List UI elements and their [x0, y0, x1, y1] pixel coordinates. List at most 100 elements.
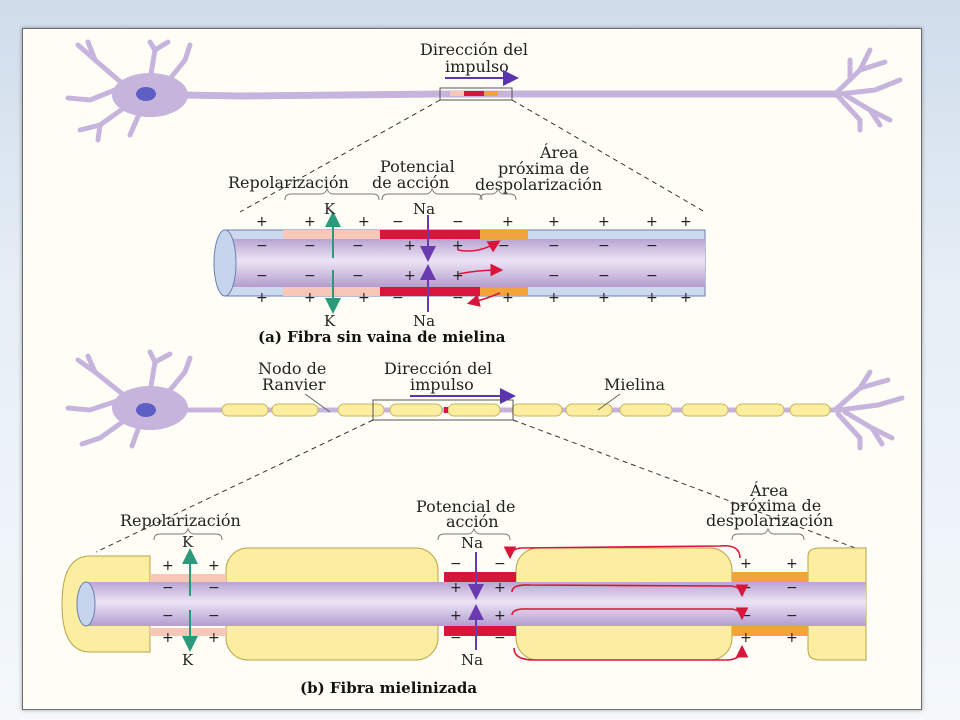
charge-plus: +: [208, 558, 220, 574]
node-label-2: Ranvier: [262, 375, 326, 394]
charge-plus: +: [358, 290, 370, 306]
axon-top: [184, 90, 840, 100]
action-brace-bottom: [437, 527, 511, 541]
action-potential-label-bottom-2: acción: [446, 512, 499, 531]
action-potential-label-bottom-1: Potencial de: [416, 497, 515, 516]
axon-terminals-bottom: [832, 369, 905, 451]
direction-label-top-2: impulso: [445, 57, 509, 76]
charge-plus: +: [598, 290, 610, 306]
cut-end-bottom: [76, 581, 96, 627]
near-area-label-bottom-2: próxima de: [730, 496, 821, 515]
charge-minus: −: [498, 238, 510, 254]
charge-minus: −: [494, 556, 506, 572]
myelin-segment: [681, 403, 729, 417]
charge-plus: +: [256, 290, 268, 306]
charge-minus: −: [646, 268, 658, 284]
na-ion-label-top-b: Na: [413, 312, 435, 330]
myelin-segment: [389, 403, 443, 417]
local-current-arrow: [466, 292, 501, 307]
charge-minus: −: [452, 214, 464, 230]
myelin-segment: [619, 403, 673, 417]
repol-brace-top: [284, 187, 380, 201]
zoom-line-right-top: [511, 99, 706, 213]
charge-minus: −: [786, 608, 798, 624]
charge-plus: +: [304, 290, 316, 306]
charge-plus: +: [598, 214, 610, 230]
charge-minus: −: [598, 268, 610, 284]
charge-minus: −: [452, 290, 464, 306]
myelin-segment: [565, 403, 613, 417]
charge-plus: +: [358, 214, 370, 230]
mini-repol: [450, 91, 464, 96]
k-ion-label-bottom: K: [182, 533, 194, 551]
zoom-line-right-bottom: [512, 419, 867, 553]
charge-plus: +: [256, 214, 268, 230]
k-ion-label-top: K: [324, 200, 336, 218]
charge-minus: −: [208, 608, 220, 624]
charge-plus: +: [162, 630, 174, 646]
repol-brace-bottom: [153, 527, 223, 541]
charge-minus: −: [392, 290, 404, 306]
near-node-band-b: [732, 626, 808, 636]
action-node-band-b: [444, 626, 516, 636]
charge-plus: +: [786, 630, 798, 646]
action-band-top-a: [380, 230, 480, 239]
charge-minus: −: [256, 268, 268, 284]
charge-plus: +: [786, 556, 798, 572]
repolarization-label-bottom: Repolarización: [120, 511, 241, 530]
node-pointer: [304, 393, 331, 413]
zoom-line-left-bottom: [95, 419, 374, 553]
nucleus-bottom: [136, 403, 156, 417]
cut-end-top: [213, 229, 237, 297]
charge-plus: +: [494, 580, 506, 596]
myelin-segment: [789, 403, 831, 417]
charge-plus: +: [450, 580, 462, 596]
action-node-band-a: [444, 572, 516, 582]
near-band-top-b: [480, 287, 528, 296]
near-area-label-bottom-3: despolarización: [706, 511, 833, 530]
charge-plus: +: [680, 290, 692, 306]
near-area-label-top-2: próxima de: [498, 159, 589, 178]
near-node-band-a: [732, 572, 808, 582]
direction-label-top-1: Dirección del: [420, 40, 528, 59]
zoom-box-bottom: [372, 399, 514, 421]
repol-band-top-a: [283, 230, 380, 239]
charge-plus: +: [502, 290, 514, 306]
charge-plus: +: [548, 290, 560, 306]
mini-near: [484, 91, 498, 96]
charge-plus: +: [646, 214, 658, 230]
charge-minus: −: [786, 580, 798, 596]
repol-band-top-b: [283, 287, 380, 296]
mini-node-action: [444, 407, 448, 413]
myelin-label: Mielina: [604, 375, 666, 394]
near-brace-top: [479, 187, 517, 201]
neuron-unmyelinated: [65, 39, 903, 143]
myelin-segment: [735, 403, 785, 417]
repol-node-band-a: [150, 574, 226, 582]
na-ion-label-bottom-b: Na: [461, 651, 483, 669]
saltatory-current-arrow: [503, 544, 741, 560]
charge-plus: +: [452, 268, 464, 284]
mini-action: [464, 91, 484, 96]
charge-minus: −: [352, 268, 364, 284]
zoom-line-left-top: [239, 99, 441, 213]
near-area-label-top-1: Área: [539, 142, 579, 162]
charge-minus: −: [162, 608, 174, 624]
action-potential-label-top-1: Potencial: [380, 157, 455, 176]
action-band-top-b: [380, 287, 480, 296]
axon-terminals-top: [832, 47, 903, 133]
nucleus-top: [136, 87, 156, 101]
charge-plus: +: [502, 214, 514, 230]
myelin-segment: [221, 403, 269, 417]
charge-minus: −: [256, 238, 268, 254]
axoplasm-top: [225, 239, 705, 287]
saltatory-current-arrow: [511, 584, 749, 598]
repolarization-label-top: Repolarización: [228, 173, 349, 192]
near-area-label-bottom-1: Área: [749, 480, 789, 500]
node-label-1: Nodo de: [258, 359, 326, 378]
local-current-arrow: [457, 263, 504, 277]
charge-plus: +: [548, 214, 560, 230]
axon-tube-unmyelinated: [213, 229, 706, 297]
neuron-myelinated: [65, 349, 905, 451]
